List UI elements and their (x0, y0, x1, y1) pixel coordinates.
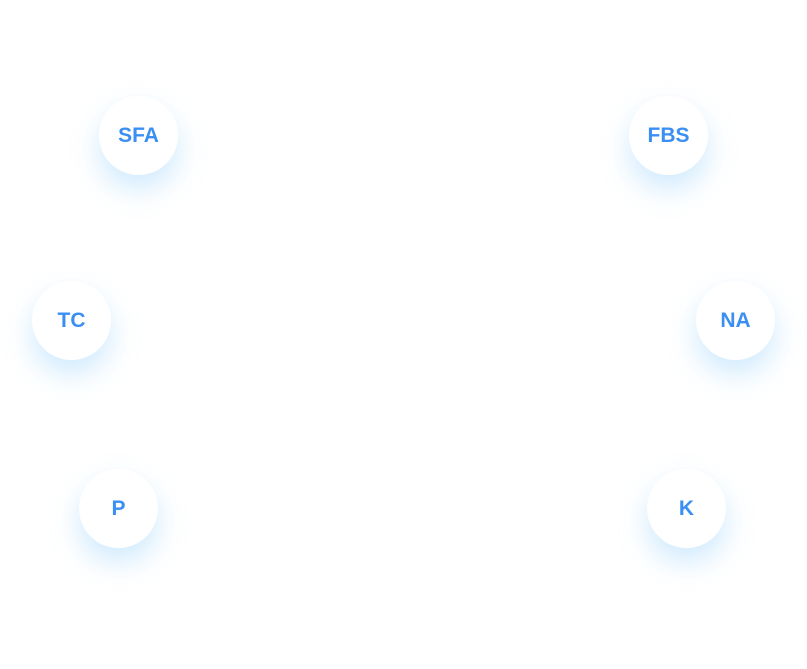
node-k[interactable]: K (647, 469, 726, 548)
node-label: SFA (118, 123, 159, 147)
node-label: FBS (647, 123, 690, 147)
node-fbs[interactable]: FBS (629, 96, 708, 175)
node-tc[interactable]: TC (32, 281, 111, 360)
node-label: K (678, 496, 695, 520)
node-na[interactable]: NA (696, 281, 775, 360)
node-sfa[interactable]: SFA (99, 96, 178, 175)
node-label: TC (57, 308, 86, 332)
node-p[interactable]: P (79, 469, 158, 548)
node-label: NA (720, 308, 751, 332)
node-label: P (111, 496, 126, 520)
